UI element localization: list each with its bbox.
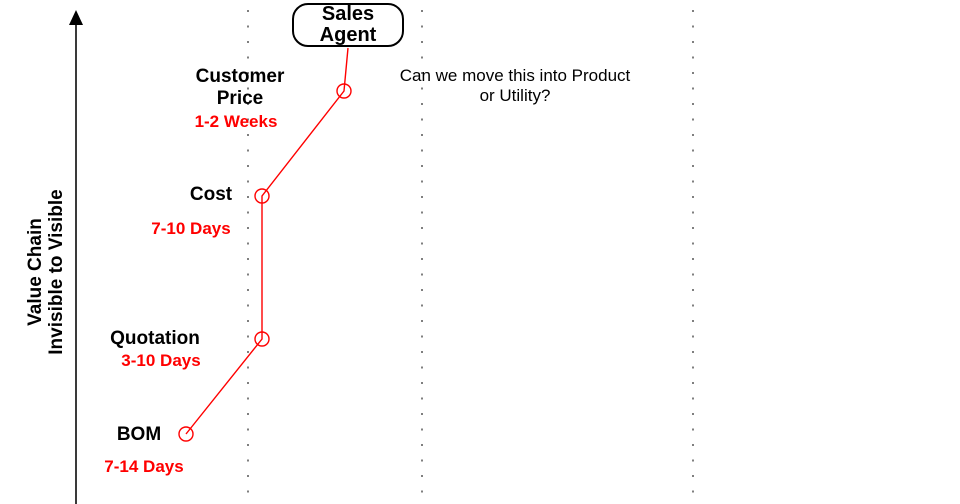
stage-label-customer-price: Customer Price [195, 66, 285, 109]
stage-duration-quotation: 3-10 Days [121, 351, 201, 370]
annotation-question: Can we move this into Product or Utility… [399, 66, 631, 105]
stage-duration-customer-price: 1-2 Weeks [194, 112, 278, 131]
stage-label-quotation: Quotation [110, 328, 200, 349]
stage-duration-cost: 7-10 Days [151, 219, 231, 238]
sales-agent-box: Sales Agent [292, 3, 404, 47]
axis-arrow-up-icon [69, 10, 83, 25]
dotted-gridline-2 [421, 10, 423, 500]
stage-label-bom: BOM [116, 424, 162, 445]
value-chain-axis-line [75, 20, 77, 504]
value-chain-axis-label: Value Chain Invisible to Visible [25, 189, 67, 355]
stage-label-cost: Cost [189, 184, 233, 205]
dotted-gridline-3 [692, 10, 694, 500]
stage-duration-bom: 7-14 Days [104, 457, 184, 476]
